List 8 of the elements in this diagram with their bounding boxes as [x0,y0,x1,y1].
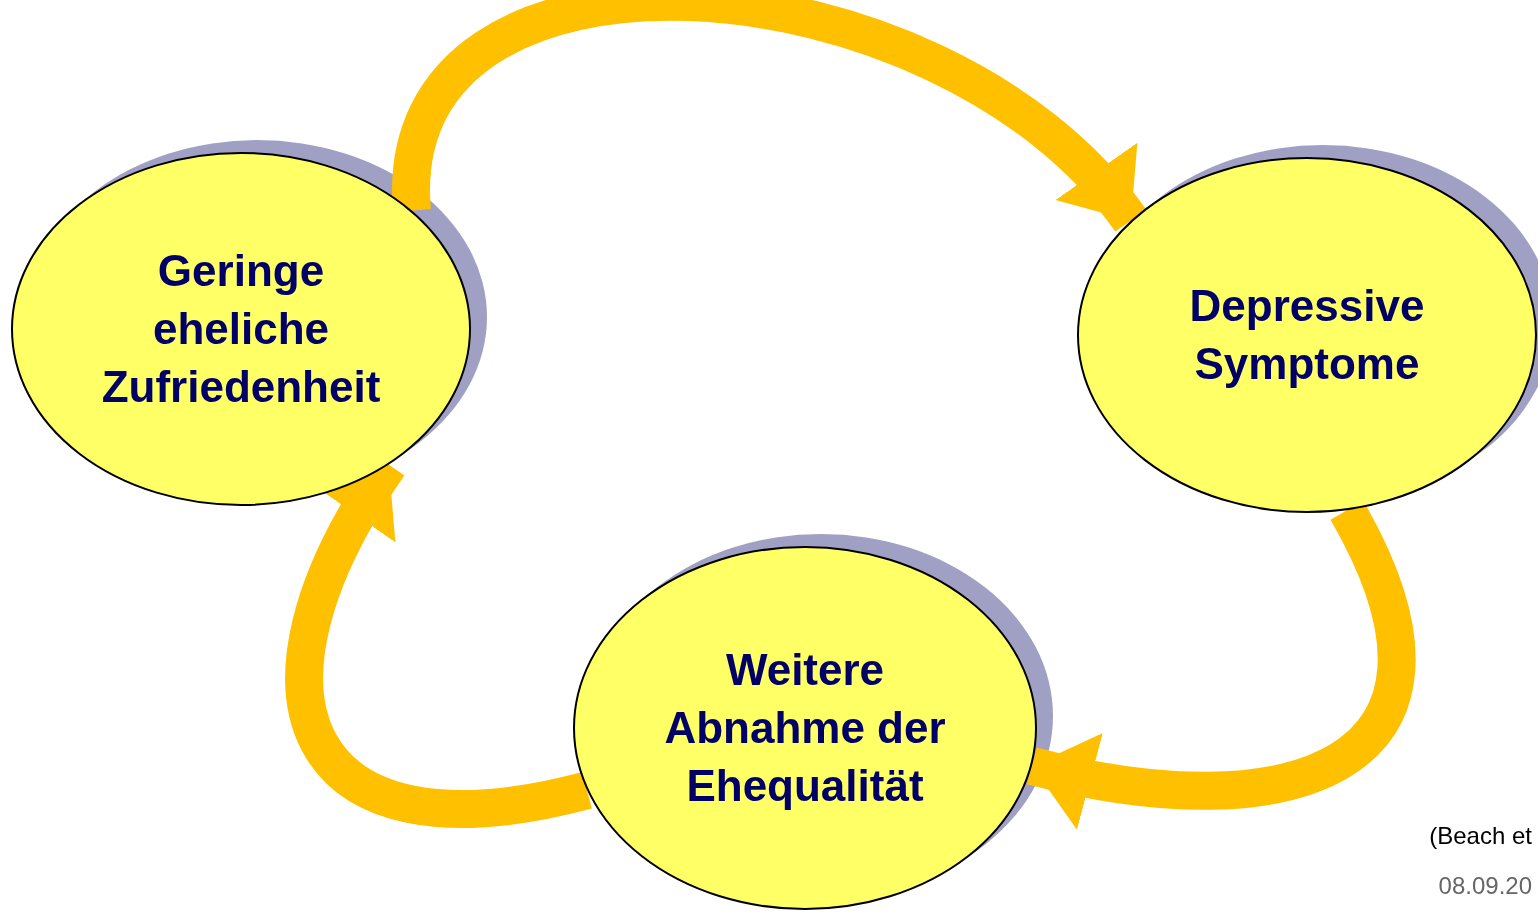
ellipse-node [573,546,1037,910]
ellipse-node [11,152,471,506]
date-text: 08.09.20 [1438,872,1532,900]
node-label: Geringe eheliche Zufriedenheit [100,245,382,413]
node-label: Weitere Abnahme der Ehequalität [663,644,947,812]
ellipse-node [1077,157,1537,513]
node-label: Depressive Symptome [1188,280,1426,390]
citation-text: (Beach et [1429,822,1532,850]
